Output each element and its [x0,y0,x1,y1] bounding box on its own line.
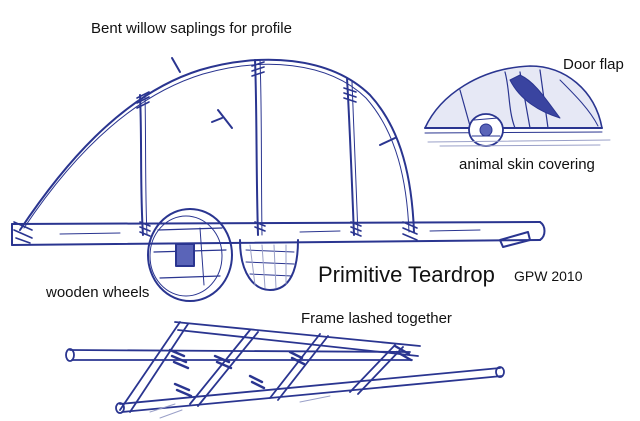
credit-label: GPW 2010 [514,268,582,284]
label-wooden-wheels: wooden wheels [46,284,149,301]
lashed-frame [66,322,504,418]
label-animal-skin: animal skin covering [459,156,595,173]
covered-teardrop [425,66,610,146]
diagram-title: Primitive Teardrop [318,262,495,288]
wooden-wheel-rear [240,240,298,290]
label-frame-lashed: Frame lashed together [301,310,452,327]
label-door-flap: Door flap [563,56,624,73]
chassis-pole [12,222,545,247]
lashings [14,62,417,243]
label-bent-willow: Bent willow saplings for profile [91,20,292,37]
willow-profile [20,58,414,235]
